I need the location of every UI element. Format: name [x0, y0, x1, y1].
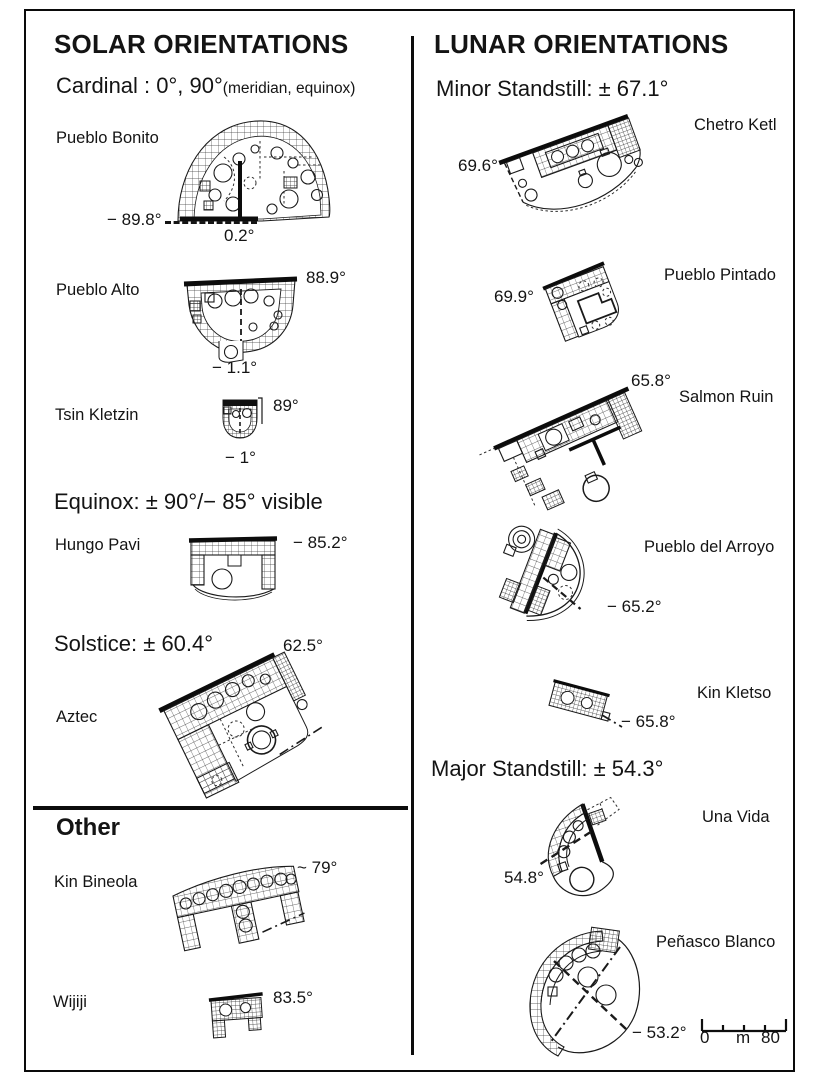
bonito-base-wall: [180, 216, 258, 221]
plan-chetro-ketl: [498, 114, 643, 212]
azimuth-pueblo-bonito-west: − 89.8°: [107, 210, 162, 229]
equinox-heading: Equinox: ± 90°/− 85° visible: [54, 489, 323, 514]
azimuth-tsin-kletzin-midline: − 1°: [225, 448, 256, 467]
site-label-kin-kletso: Kin Kletso: [697, 684, 772, 702]
scale-bar: [700, 1019, 788, 1033]
cardinal-heading-label: Cardinal : 0°, 90°: [56, 73, 223, 98]
azimuth-kin-kletso: − 65.8°: [621, 712, 676, 731]
azimuth-wijiji: 83.5°: [273, 988, 313, 1007]
site-label-pueblo-bonito: Pueblo Bonito: [56, 129, 159, 147]
azimuth-pueblo-alto-midline: − 1.1°: [212, 358, 258, 377]
site-label-una-vida: Una Vida: [702, 808, 770, 826]
site-label-chetro-ketl: Chetro Ketl: [694, 116, 777, 134]
plan-penasco-blanco: [529, 926, 641, 1057]
plan-salmon-ruin: [479, 386, 643, 511]
scale-bar-start: 0: [700, 1028, 710, 1047]
solar-title: SOLAR ORIENTATIONS: [54, 29, 349, 59]
minor-standstill-heading: Minor Standstill: ± 67.1°: [436, 76, 669, 101]
site-label-aztec: Aztec: [56, 708, 98, 726]
plan-hungo-pavi: [188, 536, 278, 601]
site-label-pueblo-pintado: Pueblo Pintado: [664, 266, 776, 284]
plan-pueblo-del-arroyo: [498, 525, 585, 622]
site-label-pueblo-del-arroyo: Pueblo del Arroyo: [644, 538, 775, 556]
plan-una-vida: [539, 796, 620, 897]
other-section-divider: [33, 806, 408, 810]
azimuth-una-vida: 54.8°: [504, 868, 544, 887]
scale-bar-unit: m: [736, 1028, 751, 1047]
plan-pueblo-pintado: [542, 261, 619, 342]
bonito-meridian-wall: [238, 161, 242, 221]
site-label-kin-bineola: Kin Bineola: [54, 873, 138, 891]
plan-pueblo-bonito: [177, 120, 331, 222]
column-divider: [411, 36, 414, 1055]
azimuth-pueblo-alto-front: 88.9°: [306, 268, 346, 287]
azimuth-pueblo-del-arroyo: − 65.2°: [607, 597, 662, 616]
plan-kin-kletso: [548, 679, 623, 728]
other-heading: Other: [56, 814, 121, 841]
plan-wijiji: [208, 992, 263, 1039]
azimuth-salmon-ruin: 65.8°: [631, 371, 671, 390]
pueblo-bonito-azimuth-dashes: [165, 221, 257, 224]
solstice-heading: Solstice: ± 60.4°: [54, 631, 214, 656]
lunar-title: LUNAR ORIENTATIONS: [434, 29, 729, 59]
scale-bar-end: 80: [761, 1028, 780, 1047]
site-label-pueblo-alto: Pueblo Alto: [56, 281, 140, 299]
azimuth-kin-bineola: ~ 79°: [297, 858, 338, 877]
azimuth-pueblo-pintado: 69.9°: [494, 287, 534, 306]
site-label-wijiji: Wijiji: [53, 993, 87, 1011]
plan-aztec: [158, 651, 323, 799]
azimuth-tsin-kletzin-front: 89°: [273, 396, 299, 415]
azimuth-aztec: 62.5°: [283, 636, 323, 655]
plan-pueblo-alto: [183, 276, 298, 363]
azimuth-chetro-ketl: 69.6°: [458, 156, 498, 175]
plan-tsin-kletzin: [222, 397, 263, 439]
major-standstill-heading: Major Standstill: ± 54.3°: [431, 756, 664, 781]
azimuth-hungo-pavi: − 85.2°: [293, 533, 348, 552]
plan-kin-bineola: [172, 865, 305, 952]
azimuth-pueblo-bonito-meridian: 0.2°: [224, 226, 255, 245]
cardinal-heading-note: (meridian, equinox): [222, 80, 356, 97]
azimuth-penasco-blanco: − 53.2°: [632, 1023, 687, 1042]
site-label-salmon-ruin: Salmon Ruin: [679, 388, 774, 406]
site-label-penasco-blanco: Peñasco Blanco: [656, 933, 776, 951]
site-label-hungo-pavi: Hungo Pavi: [55, 536, 141, 554]
figure-frame: [24, 9, 795, 1072]
site-label-tsin-kletzin: Tsin Kletzin: [55, 406, 139, 424]
cardinal-heading: Cardinal : 0°, 90°(meridian, equinox): [56, 73, 356, 98]
